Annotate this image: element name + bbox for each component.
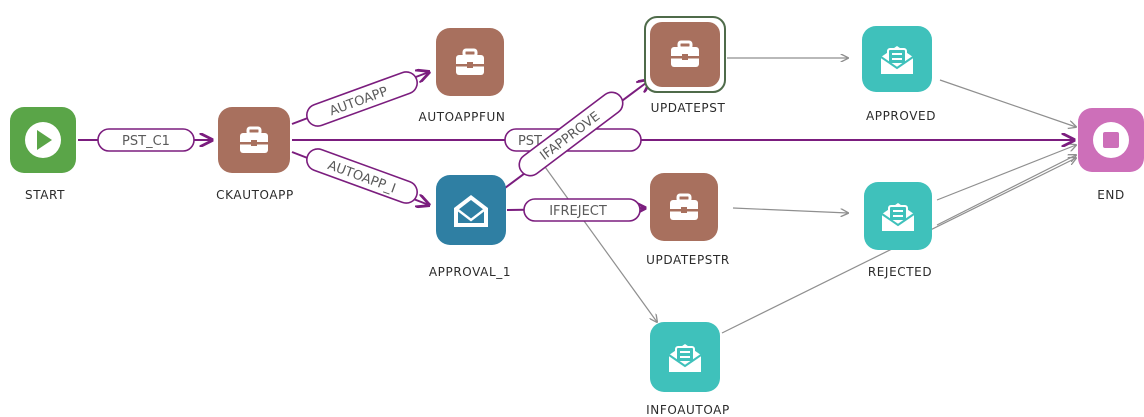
edge-label-text: PST_C1 bbox=[122, 134, 170, 149]
node-ckautoapp[interactable]: CKAUTOAPP bbox=[216, 107, 294, 202]
edge-label-text: IFREJECT bbox=[549, 204, 607, 219]
edge-label-pst-c1[interactable]: PST_C1 bbox=[97, 128, 195, 152]
node-rejected[interactable]: REJECTED bbox=[864, 182, 932, 279]
node-label: APPROVED bbox=[866, 109, 936, 123]
play-icon bbox=[25, 122, 61, 158]
node-label: INFOAUTOAP bbox=[646, 403, 730, 417]
node-end[interactable]: END bbox=[1078, 108, 1144, 202]
node-start[interactable]: START bbox=[10, 107, 76, 202]
envelope-open-icon bbox=[454, 195, 488, 227]
node-label: REJECTED bbox=[868, 265, 932, 279]
node-updatepstr[interactable]: UPDATEPSTR bbox=[646, 173, 730, 267]
edge-rejected-end-1 bbox=[936, 145, 1076, 201]
stop-icon bbox=[1093, 122, 1129, 158]
edge-updatepstr-rejected bbox=[732, 207, 848, 213]
node-label: UPDATEPSTR bbox=[646, 253, 730, 267]
edge-rejected-end-2 bbox=[936, 155, 1076, 226]
node-autoappfun[interactable]: AUTOAPPFUN bbox=[419, 28, 506, 124]
node-label: END bbox=[1097, 188, 1125, 202]
node-approved[interactable]: APPROVED bbox=[862, 26, 936, 123]
node-label: APPROVAL_1 bbox=[429, 265, 511, 279]
node-label: UPDATEPST bbox=[651, 101, 726, 115]
node-label: CKAUTOAPP bbox=[216, 188, 294, 202]
edge-approval-infoautoap bbox=[539, 159, 657, 322]
node-approval-1[interactable]: APPROVAL_1 bbox=[429, 175, 511, 279]
edge-label-text: PST bbox=[518, 134, 542, 149]
edge-label-ifreject[interactable]: IFREJECT bbox=[523, 198, 641, 222]
edge-approved-end bbox=[939, 79, 1076, 127]
node-label: START bbox=[25, 188, 65, 202]
edge-label-autoapp-top[interactable]: AUTOAPP bbox=[304, 69, 421, 129]
edge-label-autoapp-bottom[interactable]: AUTOAPP_I bbox=[304, 146, 421, 206]
node-updatepst[interactable]: UPDATEPST bbox=[644, 16, 726, 115]
node-label: AUTOAPPFUN bbox=[419, 110, 506, 124]
node-infoautoap[interactable]: INFOAUTOAP bbox=[646, 322, 730, 417]
